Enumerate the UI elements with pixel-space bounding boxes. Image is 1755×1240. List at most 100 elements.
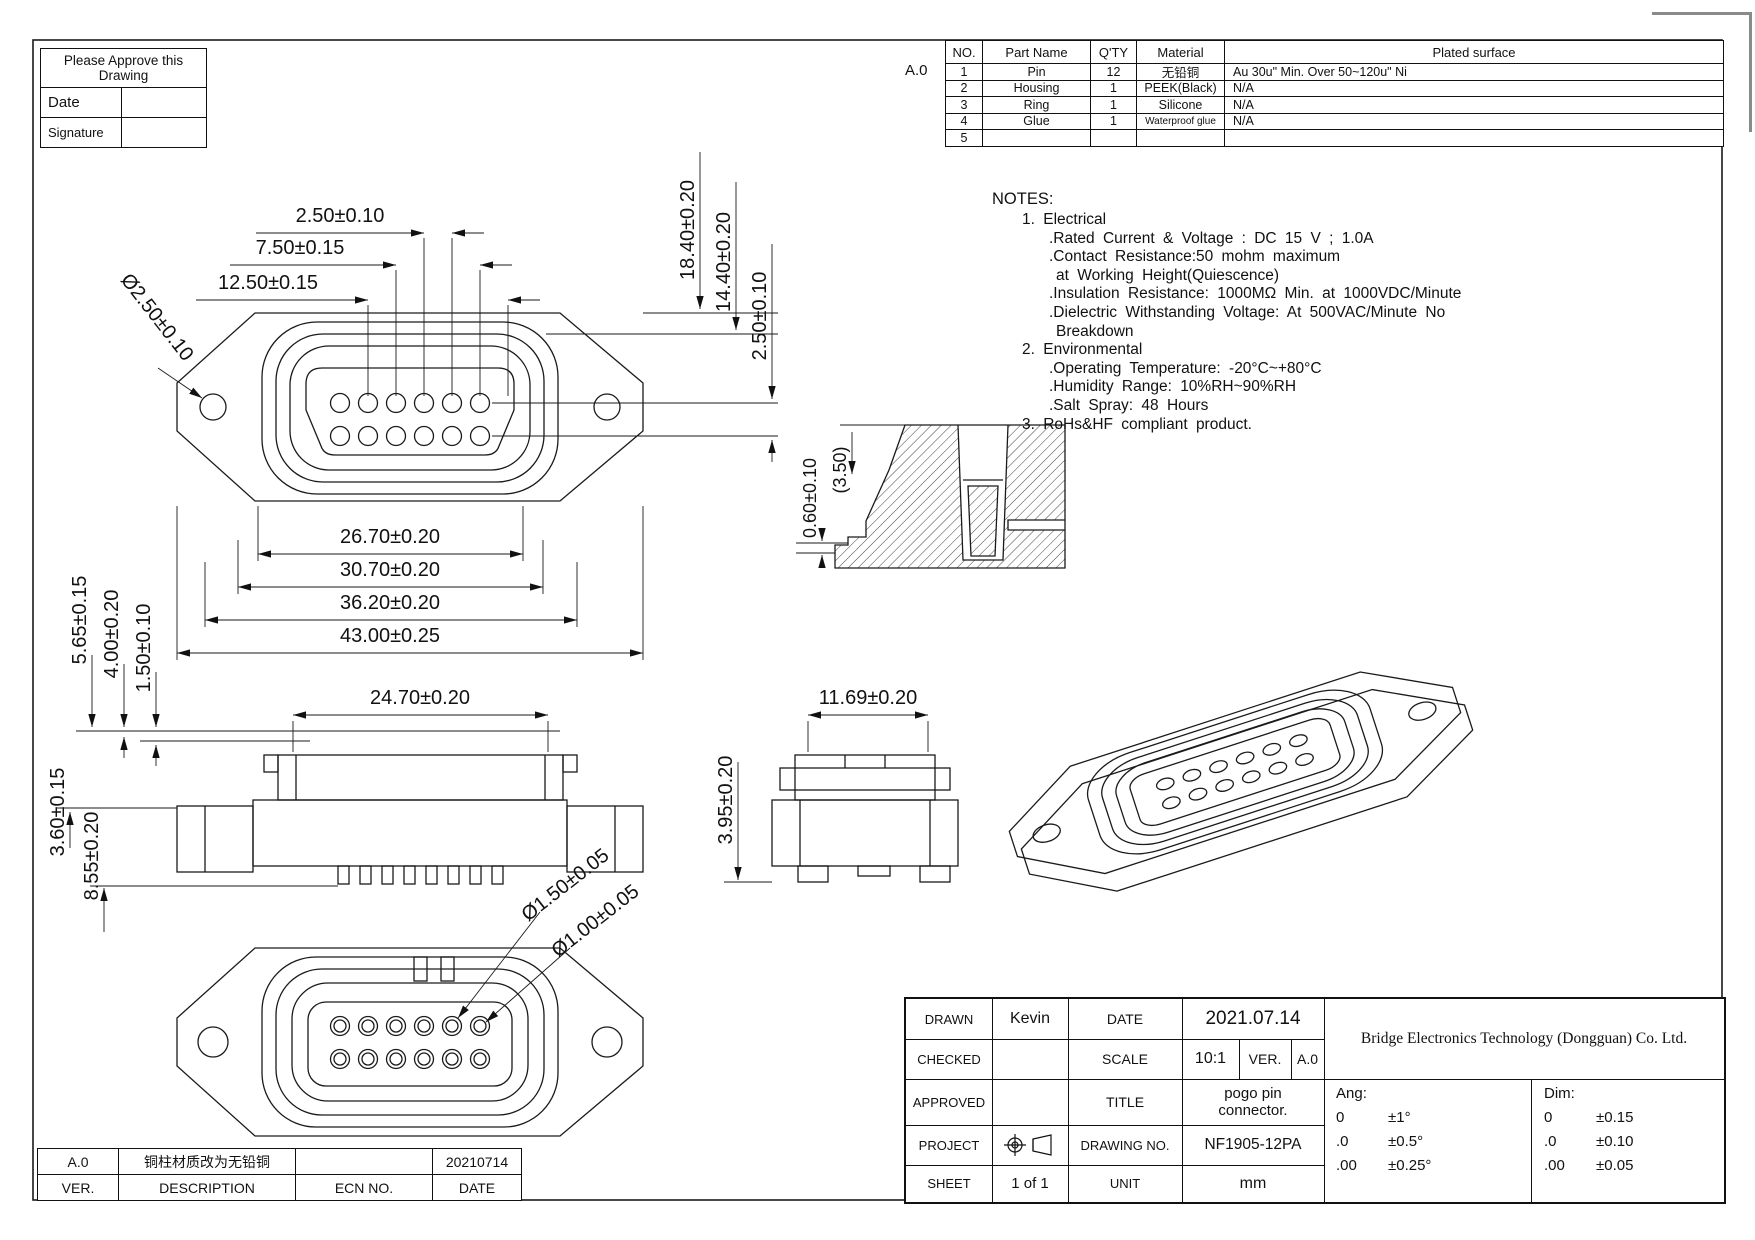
side-view: 11.69±0.20 3.95±0.20: [715, 687, 959, 883]
dim-label: 1.50±0.10: [133, 604, 155, 693]
note-line: 2. Environmental: [1022, 341, 1143, 359]
part-name: [983, 130, 1091, 146]
dim-label: 0.60±0.10: [800, 458, 820, 538]
ver-value: A.0: [1291, 1039, 1325, 1080]
approval-signature-value: [122, 118, 206, 147]
scale-value: 10:1: [1182, 1039, 1240, 1080]
approved-label: APPROVED: [906, 1079, 993, 1126]
part-qty: 1: [1091, 80, 1137, 96]
drawing-no-value: NF1905-12PA: [1182, 1125, 1325, 1166]
section-pin: [967, 485, 999, 557]
approval-date-value: [122, 88, 206, 117]
dim-tol: ±0.10: [1596, 1133, 1634, 1150]
drawing-no-label: DRAWING NO.: [1068, 1125, 1183, 1166]
dim-label: (3.50): [830, 446, 850, 493]
checked-label: CHECKED: [906, 1039, 993, 1080]
part-material: Waterproof glue: [1137, 113, 1225, 129]
dim-label: Ø2.50±0.10: [116, 270, 198, 366]
projection-symbol-icon: [992, 1125, 1069, 1166]
note-line: .Humidity Range: 10%RH~90%RH: [1049, 378, 1297, 396]
parts-table-row: 5: [946, 130, 1723, 146]
scale-label: SCALE: [1068, 1039, 1183, 1080]
notes-block: NOTES: 1. Electrical .Rated Current & Vo…: [992, 190, 1567, 434]
notes-title: NOTES:: [992, 190, 1054, 208]
drawn-value: Kevin: [992, 999, 1069, 1040]
ang-tol-value: .00: [1336, 1157, 1357, 1174]
title-value-line2: connector.: [1218, 1102, 1288, 1119]
corner-mark: [1749, 12, 1752, 132]
width-dimensions: 26.70±0.20 30.70±0.20 36.20±0.20 43.00±0…: [176, 506, 644, 660]
dim-label: 18.40±0.20: [677, 180, 699, 280]
dim-label: 11.69±0.20: [819, 687, 917, 709]
approval-signature-label: Signature: [41, 118, 122, 147]
dim-label: 2.50±0.10: [296, 205, 385, 227]
dim-label: 3.60±0.15: [47, 768, 69, 857]
company-name: Bridge Electronics Technology (Dongguan)…: [1324, 999, 1724, 1080]
approved-value: [992, 1079, 1069, 1126]
approval-title-line1: Please Approve this: [63, 53, 184, 68]
approval-title-line2: Drawing: [98, 68, 149, 83]
dim-tol-value: .00: [1544, 1157, 1565, 1174]
revision-header-description: DESCRIPTION: [119, 1175, 296, 1200]
ang-tol: ±0.25°: [1388, 1157, 1432, 1174]
title-label: TITLE: [1068, 1079, 1183, 1126]
note-line: Breakdown: [1056, 322, 1134, 340]
part-plated: N/A: [1233, 81, 1254, 96]
revision-header-ver: VER.: [38, 1175, 119, 1200]
revision-row: A.0 铜柱材质改为无铅铜 20210714: [38, 1149, 521, 1175]
dim-label: 24.70±0.20: [370, 687, 470, 709]
part-name: Pin: [983, 64, 1091, 80]
part-material: 无铅铜: [1137, 64, 1225, 80]
date-label: DATE: [1068, 999, 1183, 1040]
note-line: .Operating Temperature: -20°C~+80°C: [1049, 359, 1322, 377]
checked-value: [992, 1039, 1069, 1080]
part-qty: [1091, 130, 1137, 146]
part-no: 3: [946, 97, 983, 113]
front-view-pins: [337, 865, 504, 885]
bottom-view-pins: [329, 1015, 491, 1070]
bottom-view: Ø1.50±0.05 Ø1.00±0.05: [176, 844, 644, 1137]
parts-table-rev-marker: A.0: [905, 62, 928, 79]
approval-title: Please Approve this Drawing: [41, 49, 206, 88]
revision-header-date: DATE: [458, 1179, 496, 1196]
dim-label: 7.50±0.15: [256, 237, 345, 259]
ang-tol-value: 0: [1336, 1109, 1345, 1126]
part-material: [1137, 130, 1225, 146]
col-header-qty: Q'TY: [1091, 41, 1137, 63]
approval-date-label: Date: [41, 88, 122, 117]
part-material: PEEK(Black): [1137, 80, 1225, 96]
top-dimensions: 2.50±0.10 7.50±0.15 12.50±0.15 Ø2.50±0.1…: [116, 205, 540, 399]
part-qty: 1: [1091, 97, 1137, 113]
sheet-label: SHEET: [906, 1165, 993, 1202]
project-label: PROJECT: [906, 1125, 993, 1166]
angle-tolerance-cell: Ang: 0±1° .0±0.5° .00±0.25°: [1324, 1079, 1532, 1202]
dim-tol-value: .0: [1544, 1133, 1557, 1150]
sheet-value: 1 of 1: [992, 1165, 1069, 1202]
title-value-line1: pogo pin: [1224, 1085, 1282, 1102]
parts-table-row: 2 Housing 1 PEEK(Black) N/A: [946, 80, 1723, 97]
revision-ver: A.0: [38, 1149, 119, 1174]
note-line: .Contact Resistance:50 mohm maximum: [1049, 248, 1341, 266]
right-dimensions: 18.40±0.20 14.40±0.20 2.50±0.10: [677, 152, 776, 462]
top-view: [176, 312, 778, 502]
part-name: Housing: [983, 80, 1091, 96]
note-line: 3. RoHs&HF compliant product.: [1022, 415, 1252, 433]
corner-mark: [1652, 12, 1752, 15]
dim-tolerance-cell: Dim: 0±0.15 .0±0.10 .00±0.05: [1532, 1079, 1724, 1202]
note-line: .Rated Current & Voltage : DC 15 V ; 1.0…: [1049, 229, 1374, 247]
part-no: 5: [946, 130, 983, 146]
angle-tolerance-label: Ang:: [1336, 1085, 1367, 1102]
dim-tol: ±0.15: [1596, 1109, 1634, 1126]
front-view: 24.70±0.20 3.60±0.15 8.55±0.20: [47, 687, 644, 932]
unit-label: UNIT: [1068, 1165, 1183, 1202]
unit-value: mm: [1182, 1165, 1325, 1202]
isometric-view: [996, 645, 1486, 918]
part-name: Glue: [983, 113, 1091, 129]
dim-label: 8.55±0.20: [81, 812, 103, 901]
section-view: 0.60±0.10 (3.50): [796, 424, 1066, 569]
revision-date: 20210714: [445, 1153, 509, 1170]
col-header-plated: Plated surface: [1432, 44, 1516, 60]
dim-label: 3.95±0.20: [715, 756, 737, 845]
dim-label: 2.50±0.10: [749, 272, 771, 361]
dim-label: 5.65±0.15: [69, 576, 91, 665]
